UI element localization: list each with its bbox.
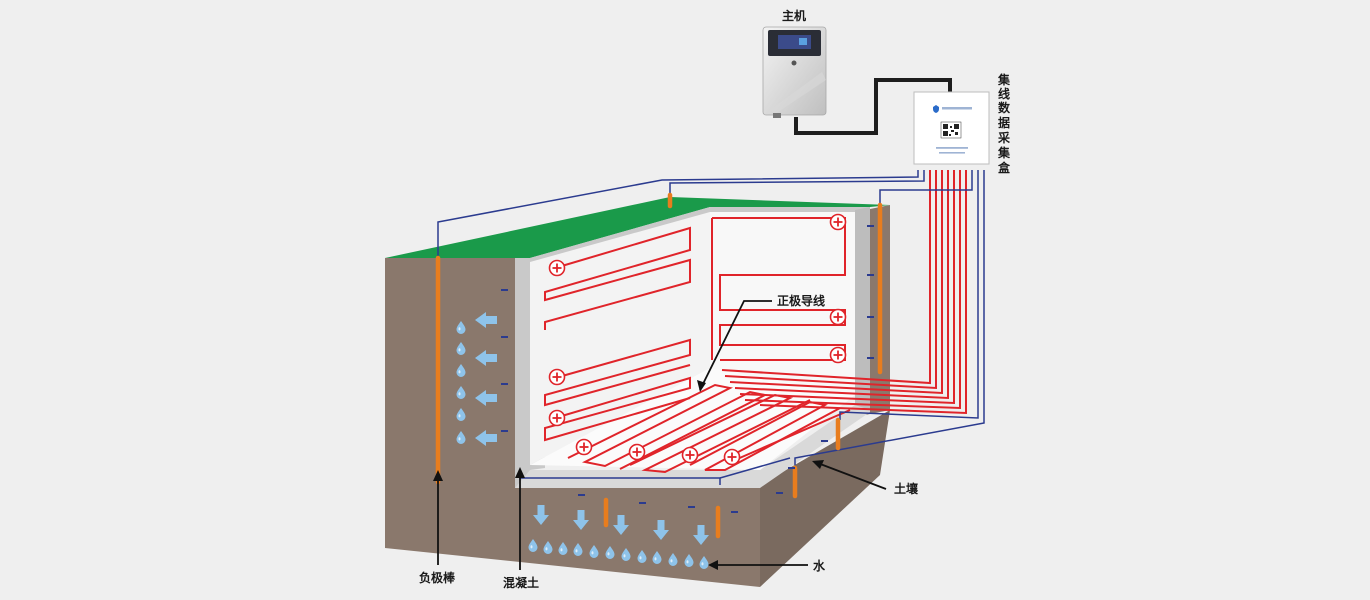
collector-label: 集 线 数 据 采 集 盒 <box>997 72 1011 175</box>
minus-icon <box>639 502 646 504</box>
positive-wire-grid <box>544 170 967 474</box>
minus-icon <box>501 336 508 338</box>
minus-icon <box>776 492 783 494</box>
plus-circle-icon <box>628 443 646 461</box>
collector-label-char: 集 <box>997 72 1011 87</box>
plus-circle-icon <box>829 308 847 326</box>
collector-label-char: 数 <box>998 100 1011 115</box>
negative-rod-label: 负极棒 <box>419 570 456 585</box>
minus-icon <box>688 506 695 508</box>
plus-circle-icon <box>548 368 566 386</box>
collector-label-char: 采 <box>997 130 1010 145</box>
collector-box <box>913 91 990 165</box>
minus-icon <box>867 274 874 276</box>
plus-circle-icon <box>548 259 566 277</box>
minus-icon <box>867 357 874 359</box>
qr-code-icon <box>940 121 962 139</box>
soil-front-face <box>385 258 760 587</box>
interior-back-wall <box>710 212 855 395</box>
grass-top <box>385 197 890 258</box>
minus-icon <box>731 511 738 513</box>
power-icon <box>791 60 797 66</box>
soil-back-right <box>865 205 890 415</box>
minus-icon <box>501 289 508 291</box>
shield-logo-icon <box>933 105 939 113</box>
interior-left-wall <box>530 212 710 465</box>
negative-rods <box>435 192 883 539</box>
minus-icon <box>821 440 828 442</box>
plus-circle-icon <box>829 346 847 364</box>
minus-icon <box>578 494 585 496</box>
leader-arrowheads <box>433 380 824 570</box>
concrete-right-wall <box>855 207 870 410</box>
minus-icon <box>867 225 874 227</box>
collector-label-char: 据 <box>998 115 1010 130</box>
minus-icon <box>501 430 508 432</box>
collector-label-char: 线 <box>998 86 1010 101</box>
negative-wire-bundle <box>437 170 985 485</box>
concrete-floor <box>515 405 870 488</box>
plus-circle-icon <box>575 438 593 456</box>
minus-icon <box>788 467 795 469</box>
plus-circle-icon <box>681 446 699 464</box>
plus-circle-icon <box>548 409 566 427</box>
positive-wire-label: 正极导线 <box>777 293 825 308</box>
water-label: 水 <box>813 558 826 573</box>
plus-circle-icon <box>723 448 741 466</box>
host-cable <box>794 78 952 135</box>
soil-right-face <box>760 410 890 587</box>
host-device <box>762 26 827 118</box>
negative-markers <box>501 225 874 513</box>
soil-label: 土壤 <box>894 481 919 496</box>
minus-icon <box>501 383 508 385</box>
host-label: 主机 <box>782 8 806 23</box>
collector-label-char: 集 <box>997 145 1011 160</box>
collector-label-char: 盒 <box>997 160 1011 175</box>
plus-circle-icon <box>829 213 847 231</box>
concrete-label: 混凝土 <box>503 575 539 590</box>
minus-icon <box>867 316 874 318</box>
leader-lines <box>437 300 887 570</box>
